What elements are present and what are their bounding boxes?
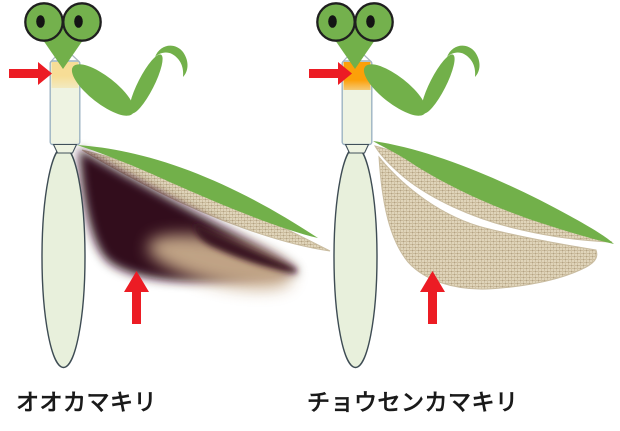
- panel-ookamakiri: [9, 2, 331, 369]
- forewing-green-edge: [77, 145, 318, 238]
- mantis-abdomen-group: [41, 143, 86, 369]
- species-label-ookamakiri: オオカマキリ: [16, 390, 157, 416]
- wing-ookamakiri: [77, 145, 331, 290]
- pronotum-arrow-icon: [9, 62, 52, 85]
- wing-chousen: [373, 141, 614, 290]
- hindwing-tan-shading: [147, 234, 293, 290]
- hindwing-arrow-icon: [124, 271, 149, 324]
- hindwing-pale: [378, 155, 598, 290]
- species-label-chousen-kamakiri: チョウセンカマキリ: [307, 390, 519, 416]
- pronotum-patch-fade: [51, 76, 79, 98]
- pronotum-patch-fade: [343, 80, 371, 100]
- panel-chousen-kamakiri: [309, 2, 614, 369]
- forewing-green-edge: [373, 141, 614, 244]
- mantis-abdomen-group: [333, 143, 378, 369]
- hindwing-dark-tip: [194, 223, 297, 273]
